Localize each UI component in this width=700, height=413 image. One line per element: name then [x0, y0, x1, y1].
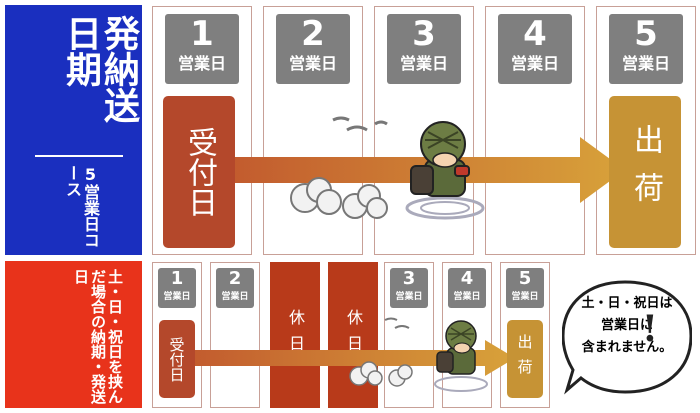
holiday-label: 休日	[344, 309, 363, 361]
exclamation-mark: !	[642, 308, 658, 350]
receive-label: 受付日	[167, 336, 186, 382]
delivery-date-title: 発納送日期	[60, 15, 139, 123]
top-day-tag-4: 4 営業日	[498, 14, 572, 84]
top-receive-box: 受付日	[163, 96, 235, 248]
course-label: 5営業日コース	[63, 165, 100, 248]
bottom-progress-arrow	[185, 340, 515, 376]
day-number: 4	[460, 268, 474, 289]
bottom-ship-box: 出荷	[507, 320, 543, 398]
day-unit: 営業日	[288, 54, 337, 73]
day-unit: 営業日	[621, 54, 670, 73]
bottom-day-tag-5: 5 営業日	[506, 268, 544, 308]
top-course-panel: 発納送日期 5営業日コース	[5, 5, 142, 255]
day-number: 3	[402, 268, 416, 289]
day-number: 5	[634, 14, 658, 54]
day-number: 2	[228, 268, 242, 289]
day-unit: 営業日	[510, 54, 559, 73]
bottom-day-tag-4: 4 営業日	[448, 268, 486, 308]
holiday-column-1: 休日	[270, 262, 320, 408]
receive-label: 受付日	[182, 127, 217, 217]
day-unit: 営業日	[177, 54, 226, 73]
day-unit: 営業日	[163, 292, 191, 302]
day-unit: 営業日	[511, 292, 539, 302]
note-line-3: 含まれません。	[581, 340, 673, 355]
day-unit: 営業日	[221, 292, 249, 302]
day-unit: 営業日	[395, 292, 423, 302]
top-day-tag-3: 3 営業日	[387, 14, 461, 84]
note-speech-bubble	[562, 280, 692, 395]
day-unit: 営業日	[453, 292, 481, 302]
day-number: 5	[518, 268, 532, 289]
note-line-2: 営業日に	[600, 318, 653, 333]
top-day-tag-1: 1 営業日	[165, 14, 239, 84]
ship-label: 出荷	[515, 334, 534, 384]
bottom-day-tag-3: 3 営業日	[390, 268, 428, 308]
running-soldier-small-illustration	[349, 317, 488, 392]
day-number: 4	[523, 14, 547, 54]
day-number: 2	[301, 14, 325, 54]
top-ship-box: 出荷	[609, 96, 681, 248]
day-number: 1	[170, 268, 184, 289]
running-soldier-illustration	[290, 116, 485, 220]
day-number: 1	[190, 14, 214, 54]
bottom-day-tag-1: 1 営業日	[158, 268, 196, 308]
day-number: 3	[412, 14, 436, 54]
top-day-tag-2: 2 営業日	[276, 14, 350, 84]
note-text: 土・日・祝日は 営業日に 含まれません。	[568, 293, 686, 359]
note-line-1: 土・日・祝日は	[581, 296, 673, 311]
bottom-receive-box: 受付日	[159, 320, 195, 398]
title-divider	[35, 155, 123, 157]
bottom-day-tag-2: 2 営業日	[216, 268, 254, 308]
holiday-case-label: 土・日・祝日を挟んだ場合の納期・発送日	[72, 269, 124, 404]
ship-label: 出荷	[628, 124, 663, 220]
holiday-label: 休日	[286, 309, 305, 361]
holiday-case-panel: 土・日・祝日を挟んだ場合の納期・発送日	[5, 261, 142, 408]
top-day-tag-5: 5 営業日	[609, 14, 683, 84]
day-unit: 営業日	[399, 54, 448, 73]
